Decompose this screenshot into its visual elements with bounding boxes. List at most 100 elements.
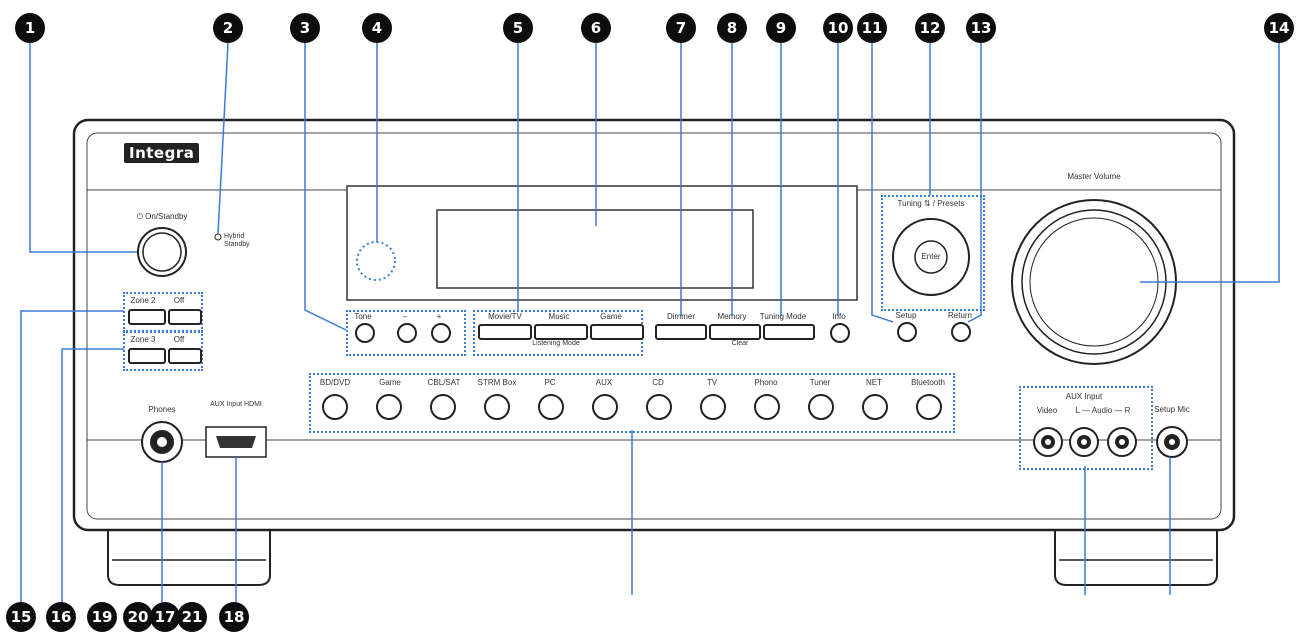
video-label: Video [1036, 406, 1058, 415]
tone-minus-button[interactable] [397, 323, 417, 343]
master-volume-knob[interactable] [1012, 200, 1176, 364]
game-mode-label: Game [600, 312, 622, 321]
callout-18: 18 [219, 602, 249, 632]
aux-audio-l-jack[interactable] [1070, 428, 1098, 456]
listening-mode-label: Listening Mode [532, 340, 580, 347]
game-mode-button[interactable] [590, 324, 644, 340]
tone-minus-label: – [402, 312, 408, 321]
input-label-bluetooth: Bluetooth [911, 378, 945, 387]
music-label: Music [548, 312, 570, 321]
callout-2: 2 [213, 13, 243, 43]
input-label-aux: AUX [595, 378, 613, 387]
tuning-presets-group [881, 195, 985, 311]
setup-label: Setup [895, 311, 917, 320]
zone3-off-button[interactable] [168, 348, 202, 364]
tuning-presets-label: Tuning ⇅ / Presets [897, 199, 965, 208]
callout-19: 19 [87, 602, 117, 632]
tuning-mode-button[interactable] [763, 324, 815, 340]
callout-12: 12 [915, 13, 945, 43]
movie-tv-button[interactable] [478, 324, 532, 340]
callout-16: 16 [46, 602, 76, 632]
input-label-game: Game [379, 378, 401, 387]
input-label-cd: CD [652, 378, 664, 387]
zone2-label: Zone 2 [130, 296, 156, 305]
input-button-pc[interactable] [538, 394, 564, 420]
setup-button[interactable] [897, 322, 917, 342]
input-label-pc: PC [544, 378, 556, 387]
tone-plus-button[interactable] [431, 323, 451, 343]
input-button-aux[interactable] [592, 394, 618, 420]
setup-mic-jack[interactable] [1157, 427, 1187, 457]
input-button-game[interactable] [376, 394, 402, 420]
zone2-off-button[interactable] [168, 309, 202, 325]
enter-button[interactable]: Enter [921, 252, 941, 261]
dimmer-label: Dimmer [667, 312, 695, 321]
input-button-cd[interactable] [646, 394, 672, 420]
clear-label: Clear [731, 340, 749, 347]
brand-logo: Integra [124, 143, 200, 163]
movie-tv-label: Movie/TV [488, 312, 522, 321]
input-button-cbl-sat[interactable] [430, 394, 456, 420]
aux-input-group [1019, 386, 1153, 470]
input-label-strm-box: STRM Box [477, 378, 517, 387]
audio-lr-label: L — Audio — R [1075, 406, 1131, 415]
memory-button[interactable] [709, 324, 761, 340]
callout-20: 20 [123, 602, 153, 632]
tone-group [346, 310, 466, 356]
input-button-bd-dvd[interactable] [322, 394, 348, 420]
aux-video-jack[interactable] [1034, 428, 1062, 456]
on-standby-label: ⏻ On/Standby [136, 212, 188, 221]
info-label: Info [832, 312, 846, 321]
callout-7: 7 [666, 13, 696, 43]
hybrid-standby-label: Hybrid Standby [224, 233, 250, 248]
input-button-bluetooth[interactable] [916, 394, 942, 420]
callout-5: 5 [503, 13, 533, 43]
input-button-tv[interactable] [700, 394, 726, 420]
aux-audio-r-jack[interactable] [1108, 428, 1136, 456]
zone3-group [123, 331, 203, 371]
zone3-off-label: Off [173, 335, 185, 344]
callout-10: 10 [823, 13, 853, 43]
callout-9: 9 [766, 13, 796, 43]
input-label-net: NET [866, 378, 882, 387]
input-label-bd-dvd: BD/DVD [319, 378, 351, 387]
music-button[interactable] [534, 324, 588, 340]
callout-3: 3 [290, 13, 320, 43]
input-button-tuner[interactable] [808, 394, 834, 420]
callout-6: 6 [581, 13, 611, 43]
info-button[interactable] [830, 323, 850, 343]
on-standby-button[interactable] [138, 228, 186, 276]
dimmer-button[interactable] [655, 324, 707, 340]
callout-4: 4 [362, 13, 392, 43]
input-label-phono: Phono [754, 378, 778, 387]
return-label: Return [947, 311, 972, 320]
memory-label: Memory [717, 312, 747, 321]
input-label-tv: TV [706, 378, 718, 387]
callout-1: 1 [15, 13, 45, 43]
phones-jack[interactable] [142, 422, 182, 462]
callout-8: 8 [717, 13, 747, 43]
tone-button[interactable] [355, 323, 375, 343]
callout-15: 15 [6, 602, 36, 632]
aux-input-label: AUX Input [1065, 392, 1103, 401]
input-button-phono[interactable] [754, 394, 780, 420]
input-label-cbl-sat: CBL/SAT [427, 378, 461, 387]
master-volume-label: Master Volume [1067, 172, 1121, 181]
callout-13: 13 [966, 13, 996, 43]
tone-plus-label: + [436, 312, 442, 321]
zone3-button[interactable] [128, 348, 166, 364]
callout-17: 17 [150, 602, 180, 632]
input-button-net[interactable] [862, 394, 888, 420]
hdmi-port[interactable] [206, 427, 266, 457]
zone2-button[interactable] [128, 309, 166, 325]
zone3-label: Zone 3 [130, 335, 156, 344]
callout-21: 21 [177, 602, 207, 632]
setup-mic-label: Setup Mic [1154, 405, 1190, 414]
callout-14: 14 [1264, 13, 1294, 43]
callout-11: 11 [857, 13, 887, 43]
zone2-off-label: Off [173, 296, 185, 305]
input-selector-group [309, 373, 955, 433]
input-button-strm-box[interactable] [484, 394, 510, 420]
return-button[interactable] [951, 322, 971, 342]
